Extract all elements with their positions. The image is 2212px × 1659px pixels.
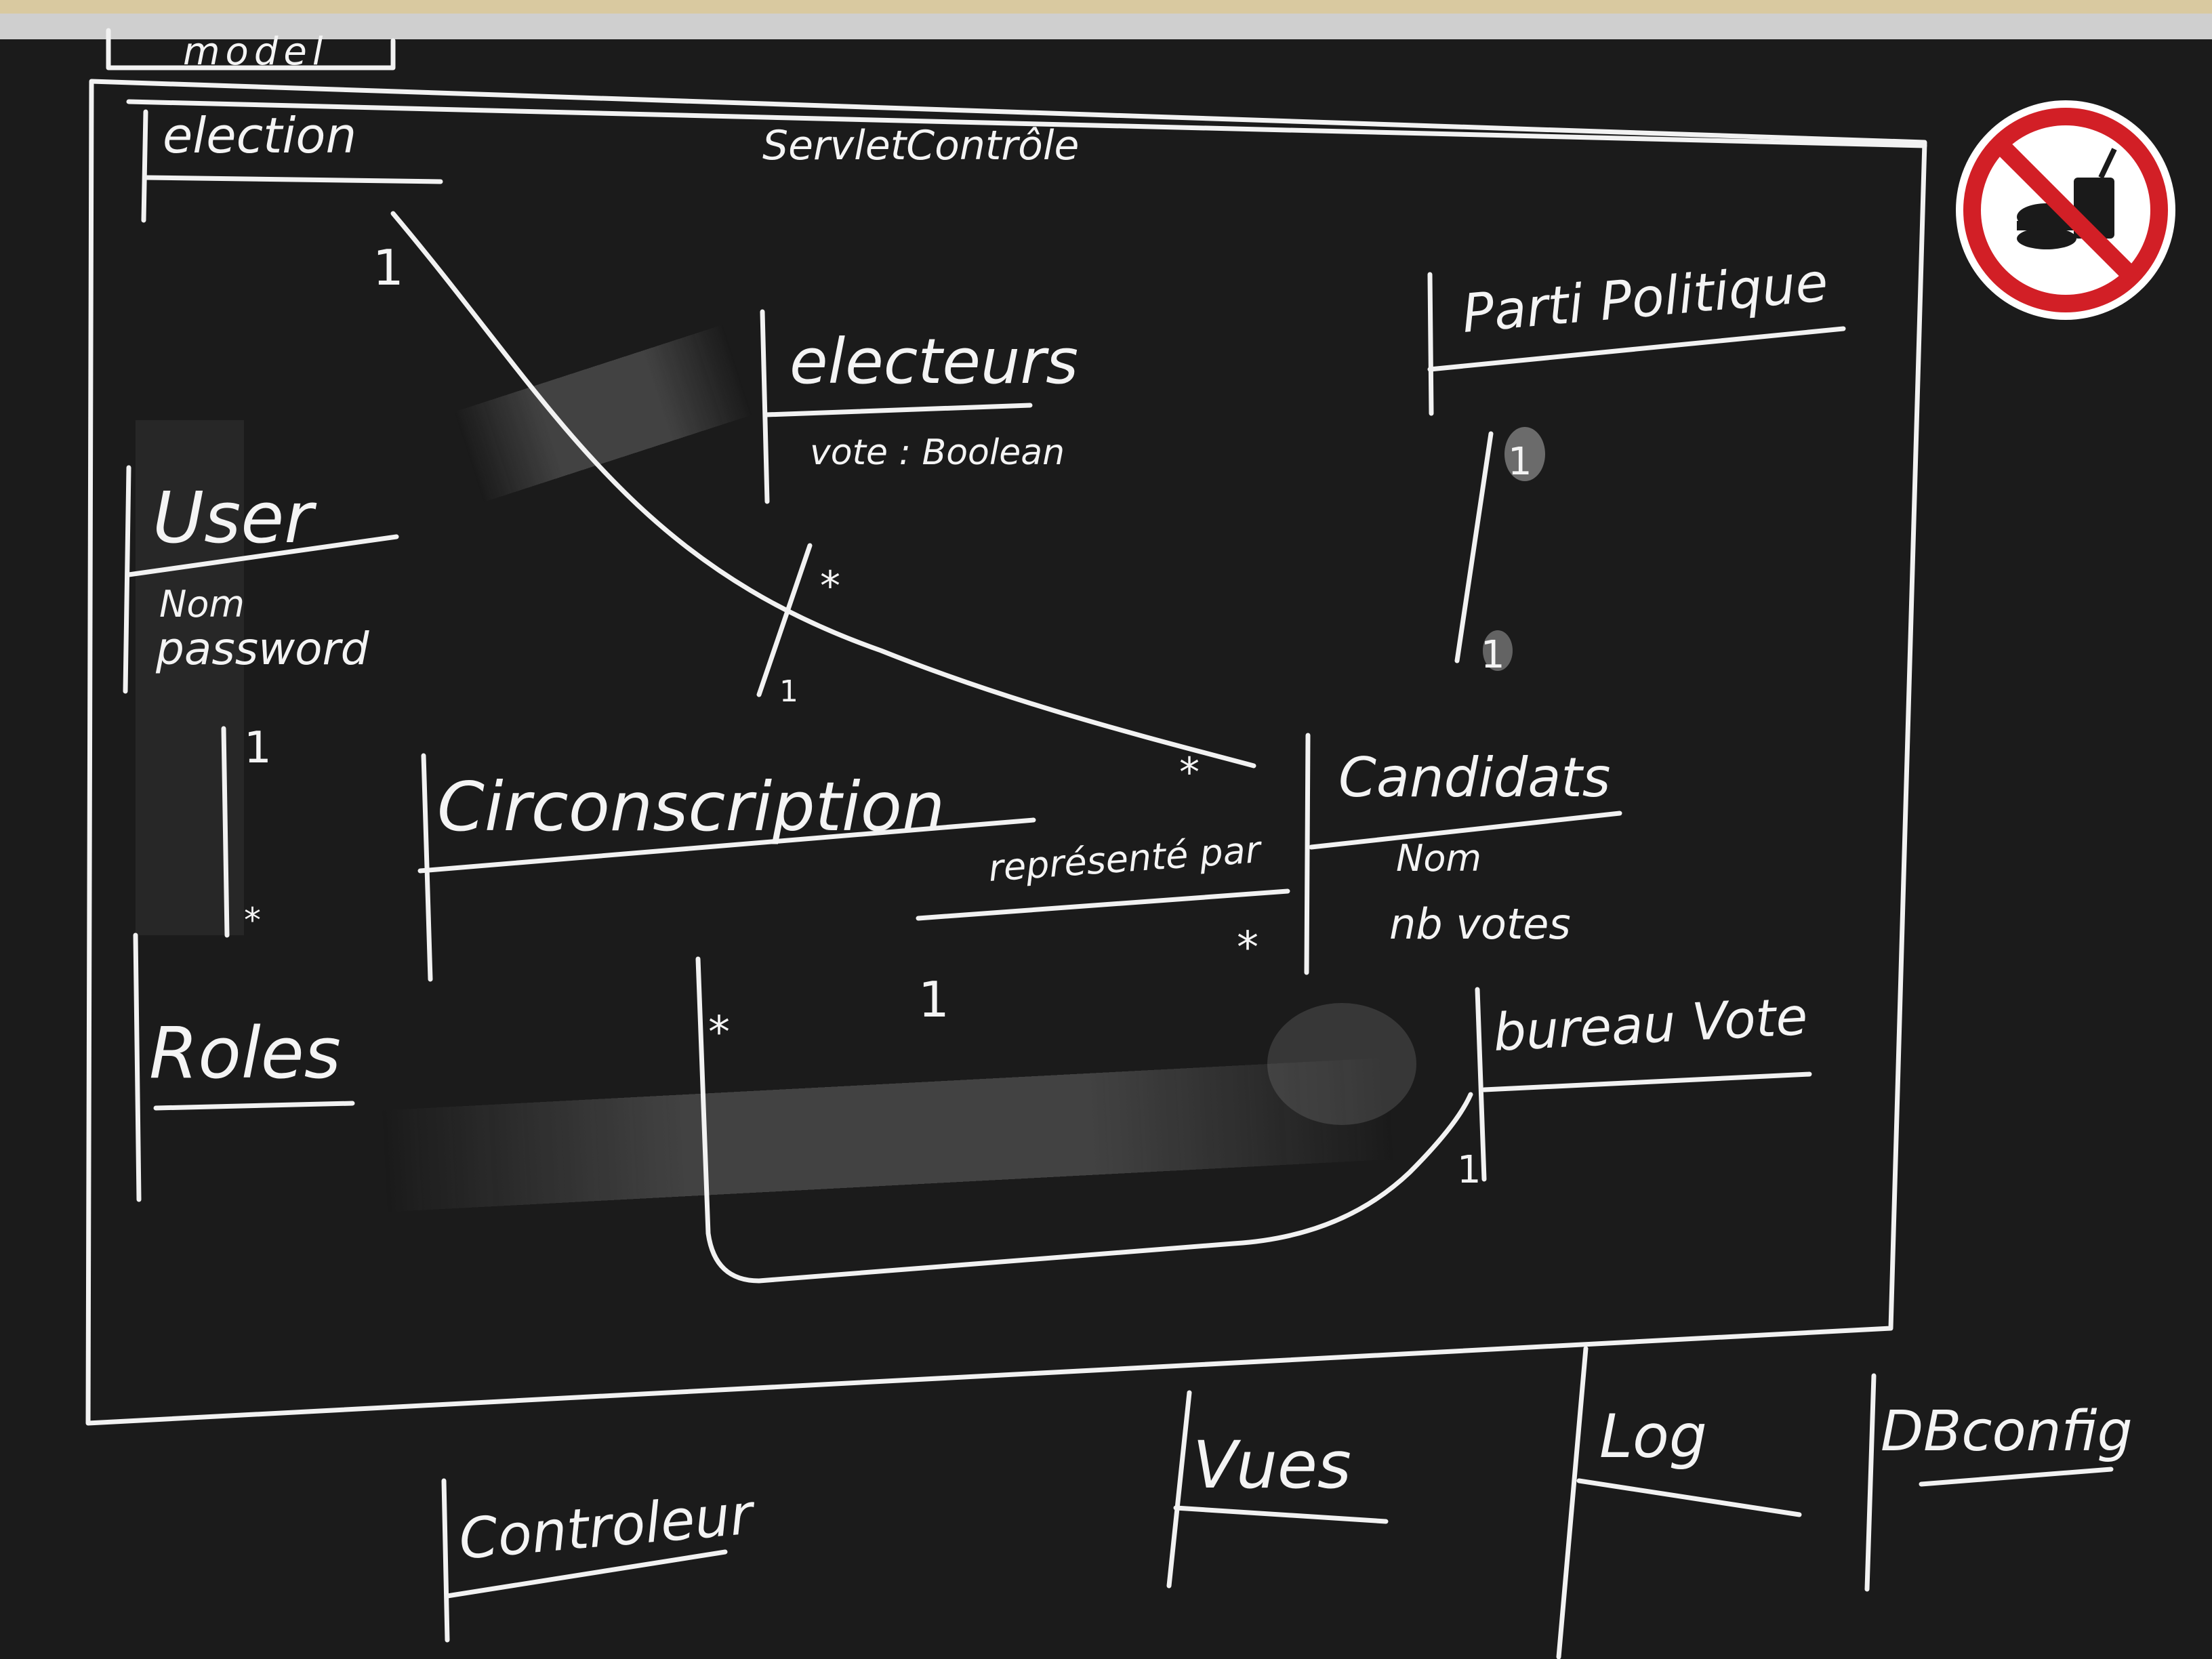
package-dbconfig xyxy=(1864,1373,2114,1592)
package-stereotype: ServletContrôle xyxy=(762,122,1079,169)
mult-election-candidats-source: 1 xyxy=(373,239,404,296)
assoc-circonscription-bureau xyxy=(695,956,1473,1284)
mult-circonscription-bureau-target: 1 xyxy=(1457,1148,1481,1192)
class-roles xyxy=(133,933,355,1202)
class-candidats xyxy=(1304,733,1622,975)
no-food-or-drink-icon xyxy=(1956,100,2175,320)
class-bureau-vote xyxy=(1475,987,1812,1182)
package-log xyxy=(1556,1346,1802,1659)
election-name: election xyxy=(163,107,356,164)
assoc-circonscription-candidats xyxy=(916,888,1290,921)
package-divider xyxy=(126,99,1927,148)
circonscription-name: Circonscription xyxy=(437,767,945,846)
mult-parti-candidats-target: 1 xyxy=(1481,633,1505,677)
mult-parti-candidats-source: 1 xyxy=(1508,440,1532,484)
package-label: model xyxy=(183,30,328,74)
board-surface xyxy=(0,39,2212,1659)
mult-user-roles-target: * xyxy=(244,901,261,940)
package-tab xyxy=(106,28,396,70)
assoc-electeurs-circonscription xyxy=(756,543,813,697)
assoc-parti-candidats xyxy=(1454,431,1494,663)
user-name: User xyxy=(152,476,317,559)
class-electeurs xyxy=(760,309,1033,504)
mult-circonscription-candidats-target: * xyxy=(1237,923,1258,973)
candidats-name: Candidats xyxy=(1338,746,1610,809)
roles-name: Roles xyxy=(149,1012,341,1094)
mult-circonscription-bureau-source: * xyxy=(708,1008,730,1058)
mult-user-roles-source: 1 xyxy=(244,723,272,773)
candidats-attr-nom: Nom xyxy=(1396,837,1481,880)
class-election xyxy=(141,109,443,223)
electeurs-attr-vote: vote : Boolean xyxy=(810,432,1065,473)
assoc-election-candidats xyxy=(390,211,1256,769)
package-frame xyxy=(85,79,1927,1426)
class-user xyxy=(123,465,399,694)
mult-circonscription-candidats-source: 1 xyxy=(918,971,949,1028)
class-parti-politique xyxy=(1427,272,1846,416)
user-attr-password: password xyxy=(155,623,370,675)
assoc-user-roles xyxy=(221,726,230,938)
package-vues xyxy=(1166,1390,1389,1589)
dbconfig-name: DBconfig xyxy=(1881,1399,2133,1464)
mult-election-candidats-target: * xyxy=(1179,749,1200,796)
class-circonscription xyxy=(417,753,1036,982)
package-controleur xyxy=(441,1478,728,1643)
mult-electeurs-circonscription-source: * xyxy=(820,562,840,610)
mult-electeurs-circonscription-target: 1 xyxy=(779,674,798,709)
electeurs-name: electeurs xyxy=(790,325,1078,398)
vues-name: Vues xyxy=(1193,1427,1351,1503)
board-top-rail xyxy=(0,14,2212,39)
user-attr-nom: Nom xyxy=(159,583,245,626)
candidats-attr-nbvotes: nb votes xyxy=(1389,899,1571,949)
log-name: Log xyxy=(1599,1401,1707,1471)
